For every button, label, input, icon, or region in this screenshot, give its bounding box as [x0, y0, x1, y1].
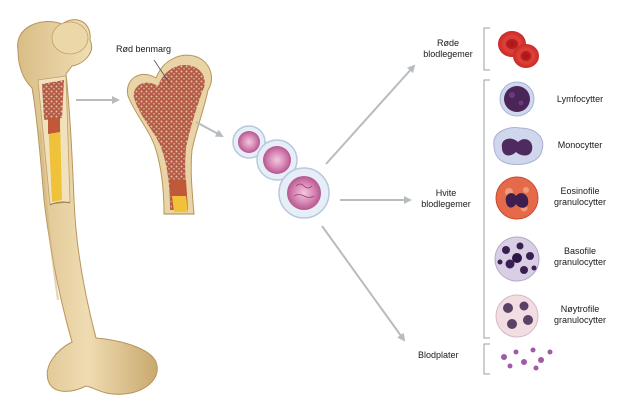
monocyte-label-line-1: Monocytter [557, 140, 603, 150]
neutrophil-label-line-1: Nøytrofile [560, 304, 600, 314]
basophil-label-line-1: Basofile [563, 246, 597, 256]
white-cells-label-line-2: blodlegemer [421, 199, 471, 209]
lymphocyte-label-line-1: Lymfocytter [556, 94, 604, 104]
red-cells-label-line-1: Røde [436, 38, 459, 48]
femur-bone-illustration [17, 19, 158, 395]
platelets-bracket [483, 343, 490, 375]
white-cells-bracket [483, 79, 490, 339]
eosinophil-label: Eosinofile granulocytter [546, 186, 614, 208]
lymphocyte-illustration [499, 81, 535, 117]
red-cells-label: Røde blodlegemer [418, 38, 478, 60]
platelets-illustration [501, 347, 553, 371]
neutrophil-label-line-2: granulocytter [553, 315, 607, 325]
white-cells-label-line-1: Hvite [435, 188, 457, 198]
basophil-illustration [494, 236, 540, 282]
eosinophil-label-line-1: Eosinofile [560, 186, 600, 196]
red-blood-cells-illustration [498, 31, 539, 68]
basophil-label: Basofile granulocytter [546, 246, 614, 268]
platelets-label: Blodplater [418, 350, 459, 360]
monocyte-illustration [493, 127, 544, 165]
neutrophil-illustration [495, 294, 539, 338]
white-cells-label: Hvite blodlegemer [414, 188, 478, 210]
bone-marrow-leader-line [153, 59, 171, 85]
arrow-to-red-cells [325, 64, 416, 165]
red-cells-bracket [483, 27, 490, 71]
lymphocyte-label: Lymfocytter [548, 94, 612, 105]
bone-marrow-section-illustration [126, 54, 212, 215]
arrow-section-to-stem-cells [195, 121, 224, 137]
bone-marrow-label: Rød benmarg [116, 44, 172, 54]
monocyte-label: Monocytter [548, 140, 612, 151]
red-cells-label-line-2: blodlegemer [423, 49, 473, 59]
basophil-label-line-2: granulocytter [553, 257, 607, 267]
neutrophil-label: Nøytrofile granulocytter [546, 304, 614, 326]
eosinophil-label-line-2: granulocytter [553, 197, 607, 207]
stem-cells-illustration [232, 125, 330, 219]
eosinophil-illustration [495, 176, 539, 220]
arrow-to-platelets [321, 225, 406, 342]
